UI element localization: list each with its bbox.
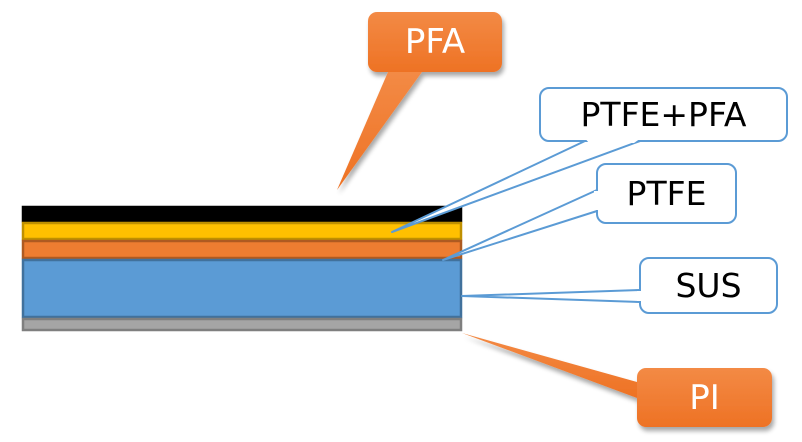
callout-box [368,12,502,72]
callout-box [539,87,788,142]
layer-stack [21,205,463,332]
callout-label-pi: PI [689,377,720,418]
layer-ptfe-pfa [21,221,463,241]
callout-box [637,368,772,427]
callout-seam [586,139,639,143]
callout-sus [461,257,778,314]
callout-label-ptfe: PTFE [626,174,707,213]
callout-pointer [462,333,637,398]
callout-ptfe-pfa [391,87,788,233]
callout-label-pfa: PFA [404,22,466,62]
layer-ptfe [21,239,463,260]
callout-seam [594,191,599,210]
callout-seam [637,291,642,301]
callout-box [639,257,778,314]
callout-label-ptfe-pfa: PTFE+PFA [580,95,747,134]
layer-pi [21,317,463,332]
callout-pointer [461,289,641,303]
callouts [337,12,788,427]
callout-pfa [337,12,502,190]
layer-top-coat [21,205,463,223]
callout-pi [462,333,772,427]
callout-label-sus: SUS [675,266,742,305]
callout-ptfe [442,163,737,261]
callout-pointer [337,72,422,190]
layer-sus [21,258,463,319]
